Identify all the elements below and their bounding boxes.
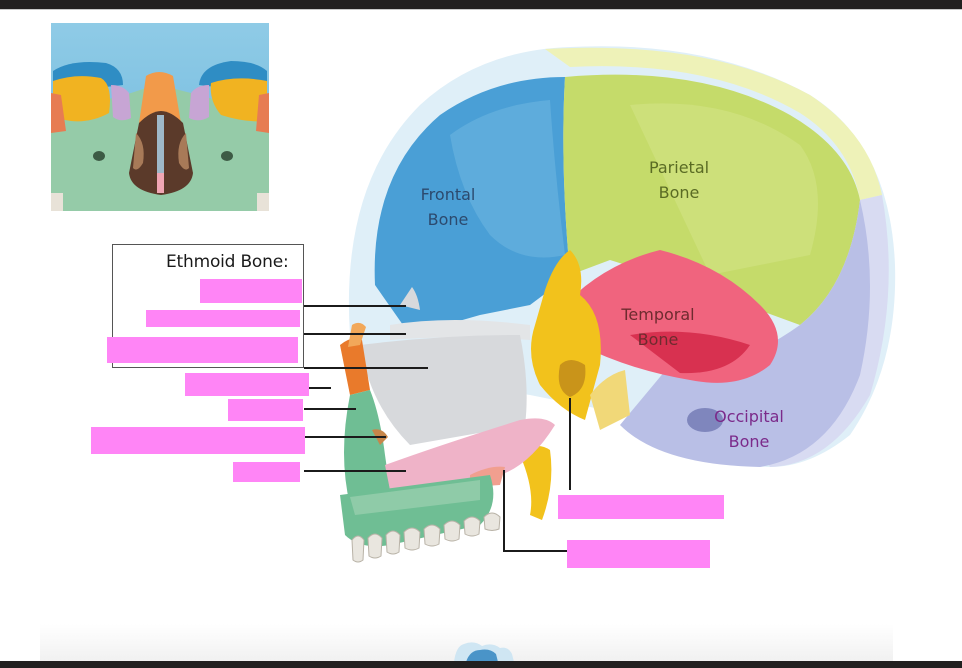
answer-box-nasal[interactable] [185,373,309,396]
temporal-bone-label: Temporal Bone [610,302,706,352]
answer-box-ethmoid-2[interactable] [146,310,300,327]
parietal-label-line2: Bone [658,183,700,202]
answer-box-sphenoid[interactable] [558,495,724,519]
next-slide-image-fragment [452,640,532,662]
leader-line-vomer-horizontal [503,550,567,552]
frontal-label-line1: Frontal [420,185,476,204]
leader-line-crista-galli [304,305,406,307]
frontal-label-line2: Bone [427,210,469,229]
leader-line-nasal [309,387,331,389]
anterior-skull-inset-image [51,23,269,211]
bottom-window-bar [0,661,962,668]
frontal-bone-label: Frontal Bone [406,182,490,232]
ethmoid-label-group [112,244,304,368]
leader-line-maxilla [304,408,356,410]
answer-box-maxilla-2[interactable] [91,427,305,454]
parietal-bone-label: Parietal Bone [636,155,722,205]
leader-line-cribriform [304,333,406,335]
answer-box-palatine[interactable] [233,462,300,482]
top-divider [0,9,962,10]
sagittal-skull-image [330,35,930,585]
top-window-bar [0,0,962,9]
temporal-label-line1: Temporal [621,305,695,324]
answer-box-ethmoid-3[interactable] [107,337,298,363]
parietal-label-line1: Parietal [648,158,710,177]
leader-line-sphenoid-vertical [569,398,571,490]
occipital-label-line2: Bone [728,432,770,451]
leader-line-maxilla-2 [304,436,386,438]
leader-line-perpendicular [304,367,428,369]
answer-box-maxilla-1[interactable] [228,399,303,421]
leader-line-palatine [304,470,406,472]
ethmoid-group-title: Ethmoid Bone: [166,252,289,272]
answer-box-vomer[interactable] [567,540,710,568]
leader-line-vomer-vertical [503,470,505,552]
occipital-label-line1: Occipital [714,407,784,426]
temporal-label-line2: Bone [637,330,679,349]
occipital-bone-label: Occipital Bone [702,404,796,454]
answer-box-ethmoid-1[interactable] [200,279,302,303]
